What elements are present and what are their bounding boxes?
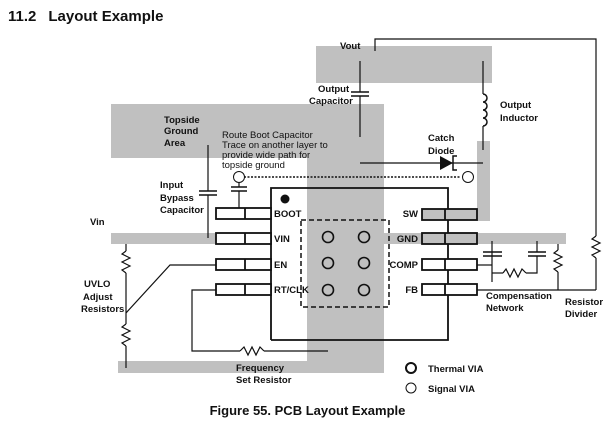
vin-copper-strip bbox=[111, 233, 269, 244]
section-heading: 11.2 Layout Example bbox=[8, 8, 163, 25]
pin-label-vin: VIN bbox=[274, 234, 290, 245]
label-vin: Vin bbox=[90, 217, 105, 228]
signal-via-legend-icon bbox=[405, 382, 417, 394]
pad-sw bbox=[421, 208, 478, 221]
ground-vertical-strip bbox=[307, 158, 384, 370]
divider-resistor-bottom bbox=[552, 249, 564, 273]
copper-areas bbox=[111, 46, 566, 373]
pad-boot bbox=[215, 207, 272, 220]
sw-copper-strip bbox=[477, 141, 490, 221]
pin-label-boot: BOOT bbox=[274, 209, 302, 220]
label-output-inductor-1: Output bbox=[500, 100, 532, 111]
left-pads bbox=[215, 207, 272, 296]
pin-label-rt-clk: RT/CLK bbox=[274, 285, 309, 296]
label-catch-diode-2: Diode bbox=[428, 146, 454, 157]
label-input-bypass-2: Bypass bbox=[160, 193, 194, 204]
wiring bbox=[120, 38, 602, 368]
pad-gnd bbox=[421, 232, 478, 245]
section-title: Layout Example bbox=[48, 8, 164, 25]
thermal-via-legend-icon bbox=[405, 362, 417, 374]
pad-en bbox=[215, 258, 272, 271]
label-frequency-set-2: Set Resistor bbox=[236, 375, 292, 386]
route-note-3: provide wide path for bbox=[222, 150, 310, 161]
frequency-set-resistor bbox=[239, 345, 265, 357]
figure-caption: Figure 55. PCB Layout Example bbox=[209, 403, 406, 418]
thermal-via bbox=[357, 256, 371, 270]
uvlo-resistor-top bbox=[120, 250, 132, 274]
label-frequency-set-1: Frequency bbox=[236, 363, 285, 374]
bottom-ground-strip bbox=[118, 361, 384, 373]
section-number: 11.2 bbox=[8, 8, 37, 25]
right-pads bbox=[421, 208, 478, 296]
divider-resistor-top bbox=[590, 235, 602, 259]
label-output-capacitor-2: Capacitor bbox=[309, 96, 353, 107]
pin-label-fb: FB bbox=[405, 285, 418, 296]
pin-label-en: EN bbox=[274, 260, 287, 271]
signal-via-boot bbox=[233, 171, 245, 183]
label-uvlo-2: Adjust bbox=[83, 292, 113, 303]
label-topside-ground-2: Ground bbox=[164, 126, 198, 137]
signal-via-sw bbox=[462, 171, 474, 183]
route-note-4: topside ground bbox=[222, 160, 285, 171]
label-input-bypass-1: Input bbox=[160, 180, 184, 191]
thermal-via bbox=[321, 256, 335, 270]
thermal-vias bbox=[321, 230, 371, 297]
label-vout: Vout bbox=[340, 41, 361, 52]
label-uvlo-1: UVLO bbox=[84, 279, 110, 290]
route-note-1: Route Boot Capacitor bbox=[222, 130, 313, 141]
label-resistor-divider-2: Divider bbox=[565, 309, 598, 320]
label-input-bypass-3: Capacitor bbox=[160, 205, 204, 216]
thermal-via bbox=[321, 283, 335, 297]
label-uvlo-3: Resistors bbox=[81, 304, 124, 315]
thermal-via bbox=[357, 230, 371, 244]
thermal-via bbox=[321, 230, 335, 244]
label-catch-diode-1: Catch bbox=[428, 133, 455, 144]
vout-feedback-wire bbox=[374, 38, 597, 236]
uvlo-resistor-bottom bbox=[120, 323, 132, 347]
vout-copper-area bbox=[316, 46, 492, 83]
compensation-resistor bbox=[502, 267, 527, 279]
label-output-inductor-2: Inductor bbox=[500, 113, 538, 124]
pin-label-sw: SW bbox=[403, 209, 418, 220]
label-topside-ground-1: Topside bbox=[164, 115, 200, 126]
legend: Thermal VIA Signal VIA bbox=[405, 362, 484, 395]
legend-signal-via: Signal VIA bbox=[428, 384, 475, 395]
topside-ground-area bbox=[111, 104, 384, 158]
thermal-pad-outline bbox=[300, 219, 390, 308]
label-compensation-2: Network bbox=[486, 303, 524, 314]
legend-thermal-via: Thermal VIA bbox=[428, 364, 484, 375]
pin-label-comp: COMP bbox=[390, 260, 419, 271]
pad-vin bbox=[215, 232, 272, 245]
pad-comp bbox=[421, 258, 478, 271]
thermal-via bbox=[357, 283, 371, 297]
label-compensation-1: Compensation bbox=[486, 291, 552, 302]
pad-rt-clk bbox=[215, 283, 272, 296]
label-output-capacitor-1: Output bbox=[318, 84, 350, 95]
label-topside-ground-3: Area bbox=[164, 138, 186, 149]
catch-diode-icon bbox=[440, 155, 457, 171]
pin-label-gnd: GND bbox=[397, 234, 418, 245]
pin1-marker bbox=[280, 194, 290, 204]
route-note-2: Trace on another layer to bbox=[222, 140, 328, 151]
output-inductor-coil bbox=[482, 93, 488, 127]
label-resistor-divider-1: Resistor bbox=[565, 297, 603, 308]
pad-fb bbox=[421, 283, 478, 296]
